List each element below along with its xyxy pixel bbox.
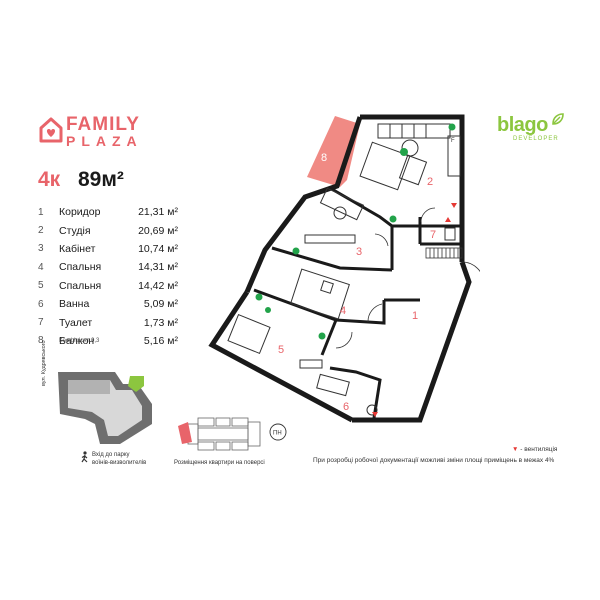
balcony-area xyxy=(307,116,360,187)
svg-text:F: F xyxy=(451,138,455,144)
plant-icon xyxy=(400,148,408,156)
developer-subtitle: DEVELOPER xyxy=(513,136,559,142)
ventilation-marker xyxy=(451,203,457,208)
plant-icon xyxy=(318,332,326,340)
outer-wall xyxy=(208,290,354,423)
plant-icon xyxy=(265,307,271,313)
ventilation-marker xyxy=(372,412,378,417)
wardrobe xyxy=(425,247,463,259)
interior-wall xyxy=(329,186,394,270)
room-label: 5 xyxy=(278,344,284,356)
interior-wall xyxy=(271,246,393,272)
family-plaza-logo-icon xyxy=(39,117,63,143)
outer-wall xyxy=(352,261,472,423)
room-label: 7 xyxy=(430,229,436,241)
bathtub xyxy=(316,373,378,416)
room-label: 2 xyxy=(427,176,433,188)
leaf-icon xyxy=(552,113,564,125)
interior-wall xyxy=(329,366,382,419)
sofa xyxy=(359,141,428,191)
room-label: 1 xyxy=(412,310,418,322)
kitchen-counter: F xyxy=(377,123,461,177)
developer-logo: blago xyxy=(497,114,548,136)
ventilation-marker xyxy=(445,217,451,222)
bed xyxy=(227,314,323,369)
room-label: 8 xyxy=(321,152,327,164)
compass-icon: ПН xyxy=(269,423,287,441)
floor-plan: F xyxy=(208,114,480,423)
apartment-area: 89м² xyxy=(78,168,124,191)
desk xyxy=(304,187,365,244)
footnote: При розробці робочої документації можлив… xyxy=(313,457,555,464)
room-label: 3 xyxy=(356,246,362,258)
floor-location-label: Розміщення квартири на поверсі xyxy=(174,460,265,466)
plant-icon xyxy=(389,215,397,223)
bed xyxy=(290,268,350,320)
apartment-type: 4к xyxy=(38,168,61,191)
toilet xyxy=(444,227,456,241)
dining-table xyxy=(401,139,419,157)
balcony-coefficient: Коефіцієнт 0,3 xyxy=(59,338,100,344)
brand-name: FAMILY xyxy=(66,114,140,135)
walking-person-icon xyxy=(81,451,88,463)
outer-wall xyxy=(360,114,465,262)
interior-wall xyxy=(253,288,386,325)
room-label: 4 xyxy=(340,305,346,317)
door xyxy=(335,207,480,349)
floor-location-scheme xyxy=(178,417,261,451)
svg-text:ПН: ПН xyxy=(273,431,282,437)
street-label: вул. Кудрявського xyxy=(41,340,47,386)
ventilation-legend: ▼ - вентиляція xyxy=(512,446,558,453)
interior-wall xyxy=(320,319,338,356)
building-location-map xyxy=(58,372,152,444)
outer-wall xyxy=(244,116,363,293)
plant-icon xyxy=(292,247,300,255)
plant-icon xyxy=(448,123,456,131)
room-label: 6 xyxy=(343,401,349,413)
plant-icon xyxy=(255,293,263,301)
brand-subname: PLAZA xyxy=(66,133,143,149)
